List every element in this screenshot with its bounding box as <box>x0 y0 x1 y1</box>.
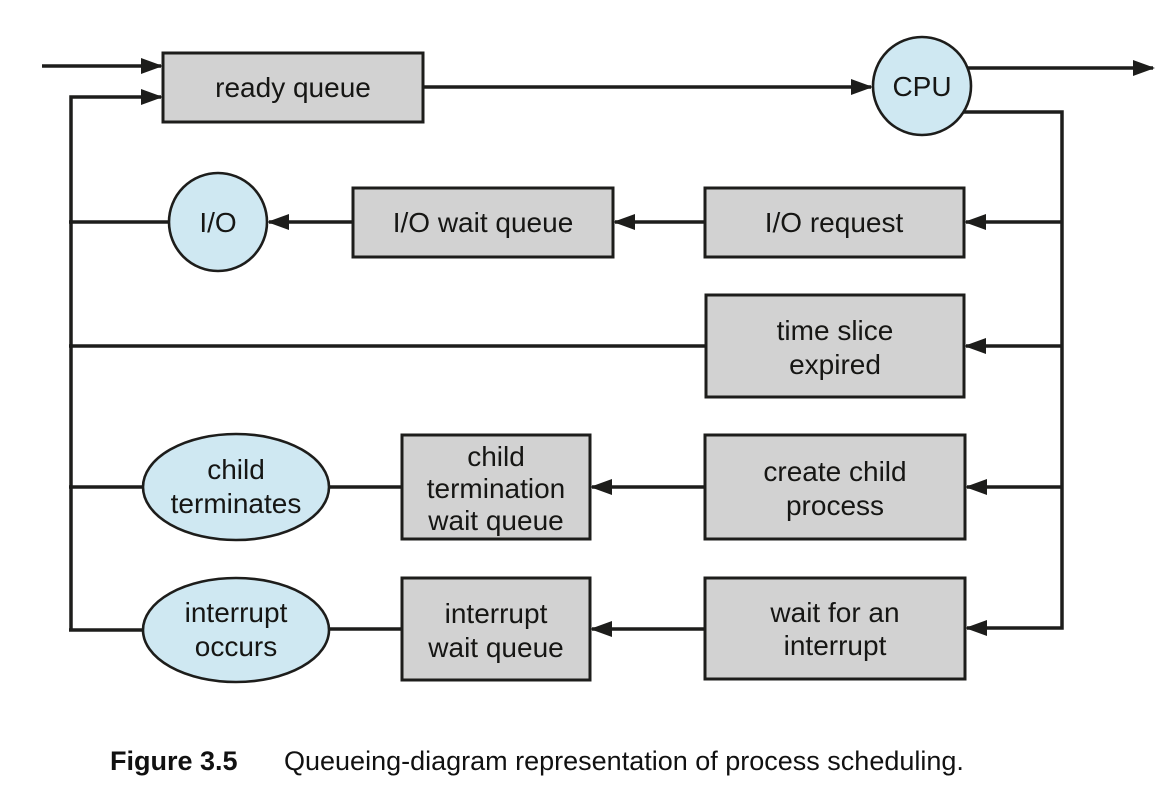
io-label: I/O <box>199 207 236 238</box>
create-child-process-label-line1: create child <box>763 456 906 487</box>
node-interrupt-wait-queue: interrupt wait queue <box>400 576 592 682</box>
ready-queue-box <box>161 51 425 124</box>
interrupt-occurs-label-line2: occurs <box>195 631 277 662</box>
interrupt-occurs-ellipse <box>141 576 331 684</box>
child-terminates-label-line1: child <box>207 454 265 485</box>
figure-number-label: Figure 3.5 <box>110 746 238 776</box>
cpu-circle <box>871 35 973 137</box>
child-terminates-label-line2: terminates <box>171 488 302 519</box>
child-termination-wait-queue-box <box>400 433 592 541</box>
wait-for-an-interrupt-box <box>703 576 967 681</box>
node-cpu: CPU <box>871 35 973 137</box>
wait-for-an-interrupt-label-line1: wait for an <box>769 597 899 628</box>
figure-caption: Figure 3.5 Queueing-diagram representati… <box>110 746 964 776</box>
ready-queue-label: ready queue <box>215 72 371 103</box>
node-io-request: I/O request <box>703 186 966 259</box>
interrupt-wait-queue-label-line2: wait queue <box>427 632 563 663</box>
node-time-slice-expired: time slice expired <box>704 293 966 399</box>
node-io: I/O <box>167 171 269 273</box>
time-slice-expired-box <box>704 293 966 399</box>
node-ready-queue: ready queue <box>161 51 425 124</box>
create-child-process-box <box>703 433 967 541</box>
node-child-termination-wait-queue: child termination wait queue <box>400 433 592 541</box>
node-wait-for-an-interrupt: wait for an interrupt <box>703 576 967 681</box>
node-interrupt-occurs: interrupt occurs <box>141 576 331 684</box>
io-request-box <box>703 186 966 259</box>
child-termination-wait-queue-label-line3: wait queue <box>427 505 563 536</box>
io-request-label: I/O request <box>765 207 904 238</box>
time-slice-expired-label-line1: time slice <box>777 315 894 346</box>
io-wait-queue-label: I/O wait queue <box>393 207 574 238</box>
node-child-terminates: child terminates <box>141 432 331 542</box>
child-terminates-ellipse <box>141 432 331 542</box>
interrupt-wait-queue-label-line1: interrupt <box>445 598 548 629</box>
child-termination-wait-queue-label-line1: child <box>467 441 525 472</box>
figure-caption-text: Queueing-diagram representation of proce… <box>284 746 964 776</box>
time-slice-expired-label-line2: expired <box>789 349 881 380</box>
wait-for-an-interrupt-label-line2: interrupt <box>784 630 887 661</box>
io-wait-queue-box <box>351 186 615 259</box>
cpu-label: CPU <box>892 71 951 102</box>
node-create-child-process: create child process <box>703 433 967 541</box>
interrupt-occurs-label-line1: interrupt <box>185 597 288 628</box>
child-termination-wait-queue-label-line2: termination <box>427 473 566 504</box>
node-io-wait-queue: I/O wait queue <box>351 186 615 259</box>
io-circle <box>167 171 269 273</box>
interrupt-wait-queue-box <box>400 576 592 682</box>
edge-return-spine-to-ready-queue <box>69 89 163 630</box>
edge-cpu-spine-to-wait-for-interrupt <box>956 110 1064 636</box>
create-child-process-label-line2: process <box>786 490 884 521</box>
